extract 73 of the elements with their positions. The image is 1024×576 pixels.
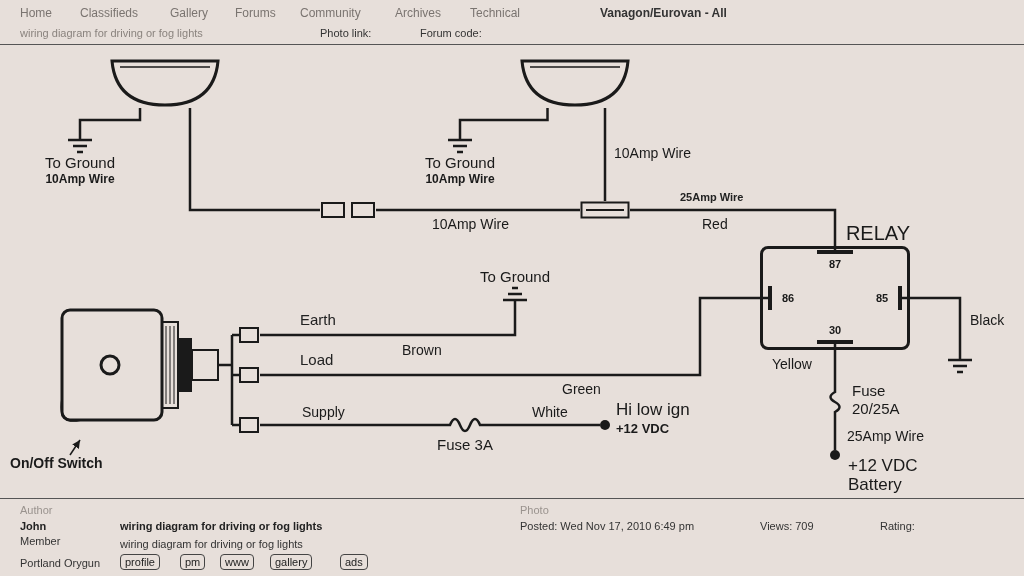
rating-label: Rating: (880, 519, 915, 533)
relay-pin: 30 (817, 320, 853, 344)
wire (376, 208, 580, 212)
nav-link: Archives (395, 6, 441, 20)
view-count: Views: 709 (760, 519, 814, 533)
wire (260, 423, 430, 427)
wire-connector (320, 201, 376, 219)
wire (188, 108, 320, 212)
ground-label: To Ground (479, 268, 550, 286)
relay-title: RELAY (845, 221, 910, 246)
wire (902, 296, 962, 350)
wire (603, 108, 607, 201)
fog-lamp-drawing (110, 58, 220, 108)
relay-pin: 86 (768, 286, 804, 310)
wire (458, 108, 549, 130)
wire (260, 296, 768, 377)
author-name: John (20, 519, 47, 533)
field-label: Photo link: (320, 26, 372, 40)
edge-label: White (530, 404, 570, 420)
edge-label: Yellow (770, 356, 814, 372)
wire (833, 344, 837, 380)
field-label: Forum code: (420, 26, 482, 40)
nav-link: Home (20, 6, 52, 20)
nav-link: Community (300, 6, 361, 20)
wire (833, 424, 837, 450)
nav-link: Technical (470, 6, 521, 20)
relay-pin: 85 (866, 286, 902, 310)
fog-lamp-drawing (520, 58, 630, 108)
nav-link: Classifieds (80, 6, 139, 20)
column-heading: Photo (520, 503, 549, 517)
fuse-label: Fuse 3A (437, 436, 493, 454)
column-heading: Author (20, 503, 53, 517)
wire (78, 108, 142, 130)
edge-label: Green (560, 381, 603, 397)
post-title: wiring diagram for driving or fog lights (120, 519, 323, 533)
ground-label: To Ground (44, 154, 115, 172)
edge-label: Supply (300, 404, 347, 420)
author-location: Portland Orygun (20, 556, 101, 570)
ground-label: To Ground (424, 154, 495, 172)
edge-label: Black (968, 312, 1007, 328)
edge-label: 10Amp Wire (430, 216, 512, 232)
switch-label: On/Off Switch (10, 455, 104, 471)
wire-label: Earth (300, 313, 336, 327)
leader-arrow (69, 439, 81, 456)
edge-label: 25Amp Wire (845, 428, 927, 444)
terminal-label: Hi low ign (616, 400, 691, 420)
wire (260, 310, 517, 337)
post-body: wiring diagram for driving or fog lights (120, 537, 303, 551)
terminal-label: +12 VDC Battery (848, 456, 919, 494)
ground-label: 10Amp Wire (45, 172, 115, 187)
ground-label: 10Amp Wire (425, 172, 495, 187)
edge-label: 10Amp Wire (612, 145, 694, 161)
photo-title: wiring diagram for driving or fog lights (20, 26, 203, 40)
edge-label: Brown (400, 342, 444, 358)
author-rank: Member (20, 534, 61, 548)
breadcrumb: Vanagon/Eurovan - All (600, 6, 727, 20)
profile-link-button: www (220, 554, 254, 570)
terminal-label: +12 VDC (616, 420, 671, 438)
wire-label: Load (300, 353, 334, 367)
fuse-label: Fuse 20/25A (852, 382, 901, 418)
wire (630, 208, 837, 250)
edge-label: Red (700, 216, 730, 232)
post-date: Posted: Wed Nov 17, 2010 6:49 pm (520, 519, 695, 533)
profile-link-button: profile (120, 554, 160, 570)
relay-pin: 87 (817, 250, 853, 274)
nav-link: Gallery (170, 6, 208, 20)
profile-link-button: pm (180, 554, 206, 570)
profile-link-button: ads (340, 554, 368, 570)
nav-link: Forums (235, 6, 276, 20)
wire (500, 423, 600, 427)
inline-fuse-holder (580, 201, 630, 219)
profile-link-button: gallery (270, 554, 313, 570)
wire-rating-label: 25Amp Wire (680, 190, 744, 204)
